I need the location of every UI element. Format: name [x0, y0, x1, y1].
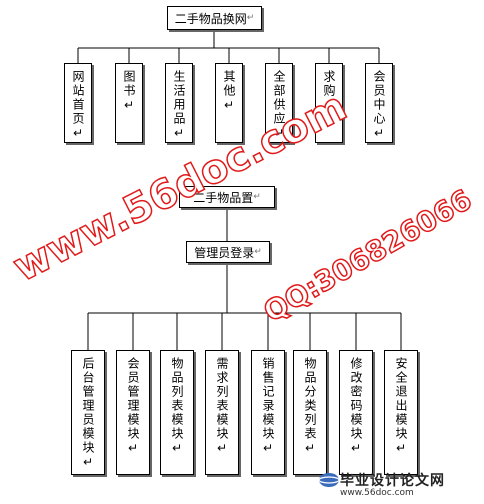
top-root-label: 二手物品换网 — [174, 11, 247, 26]
login-label: 管理员登录 — [194, 245, 255, 260]
bottom-root-label: 二手物品置 — [193, 190, 254, 205]
top-child-box-label: 会员中心↵ — [372, 70, 386, 142]
module-box: 安全退出模块↵ — [384, 350, 418, 475]
logo-text: 毕业设计论文网 — [340, 473, 445, 489]
site-logo: 毕业设计论文网 — [318, 470, 445, 490]
module-box-label: 销售记录模块↵ — [261, 357, 275, 457]
module-box-label: 安全退出模块↵ — [394, 357, 408, 457]
logo-url: www.56doc.com — [340, 488, 414, 498]
top-child-box-label: 求购↵ — [322, 70, 336, 114]
module-box-label: 物品分类列表↵ — [303, 357, 317, 457]
top-child-box-label: 生活用品↵ — [172, 70, 186, 142]
paragraph-mark: ↵ — [246, 13, 255, 23]
module-box-label: 需求列表模块↵ — [215, 357, 229, 457]
module-box: 后台管理员模块↵ — [71, 350, 105, 475]
module-box: 修改密码模块↵ — [339, 350, 373, 475]
logo-icon — [318, 473, 340, 487]
top-child-box: 生活用品↵ — [165, 63, 193, 143]
module-box: 会员管理模块↵ — [116, 350, 150, 475]
top-child-box: 网站首页↵ — [64, 63, 92, 143]
module-box: 物品分类列表↵ — [293, 350, 327, 475]
module-box-label: 后台管理员模块↵ — [81, 357, 95, 471]
top-child-box-label: 网站首页↵ — [71, 70, 85, 142]
module-box-label: 修改密码模块↵ — [349, 357, 363, 457]
module-box-label: 物品列表模块↵ — [170, 357, 184, 457]
top-child-box: 其他↵ — [215, 63, 243, 143]
top-child-box: 图书↵ — [115, 63, 143, 143]
bottom-root-box: 二手物品置↵ — [179, 186, 275, 208]
top-root-box: 二手物品换网↵ — [167, 6, 262, 30]
module-box: 需求列表模块↵ — [205, 350, 239, 475]
connector-lines — [77, 30, 402, 350]
top-child-box-label: 全部供应↵ — [272, 70, 286, 142]
module-box: 物品列表模块↵ — [160, 350, 194, 475]
top-child-box-label: 图书↵ — [122, 70, 136, 114]
paragraph-mark: ↵ — [254, 247, 262, 257]
top-child-box: 全部供应↵ — [265, 63, 293, 143]
module-box: 销售记录模块↵ — [251, 350, 285, 475]
module-box-label: 会员管理模块↵ — [126, 357, 140, 457]
top-child-box: 会员中心↵ — [365, 63, 393, 143]
top-child-box: 求购↵ — [315, 63, 343, 143]
top-child-box-label: 其他↵ — [222, 70, 236, 114]
paragraph-mark: ↵ — [253, 192, 261, 202]
login-box: 管理员登录↵ — [186, 241, 270, 263]
